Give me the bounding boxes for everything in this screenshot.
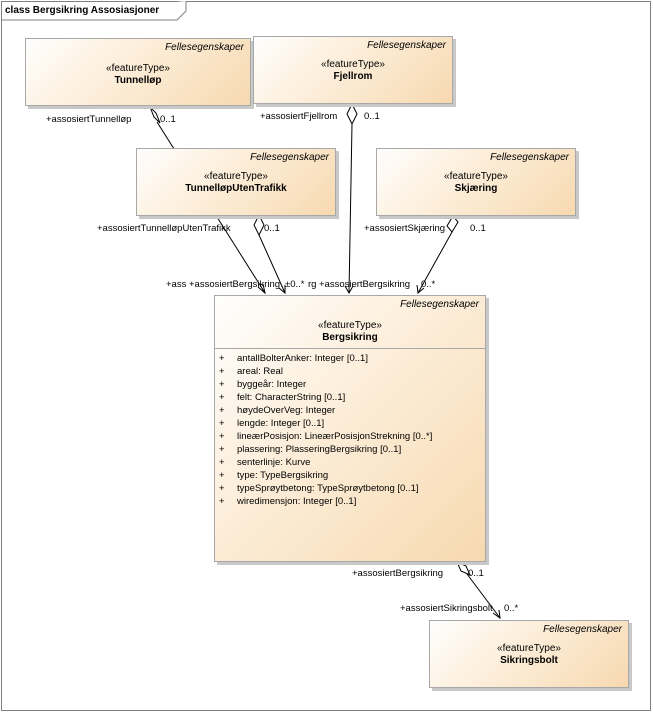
class-name: Tunnelløp (114, 75, 162, 86)
attribute-list: +antallBolterAnker: Integer [0..1] +area… (219, 352, 432, 508)
multiplicity-tunnellop: 0..1 (160, 114, 176, 125)
stereotype-label: «featureType» (204, 171, 268, 182)
class-tunnellop[interactable]: Fellesegenskaper «featureType» Tunnelløp (25, 38, 251, 106)
stereotype-label: «featureType» (321, 59, 385, 70)
attribute-item: +antallBolterAnker: Integer [0..1] (219, 353, 368, 364)
frame-tab-outline (1, 1, 187, 21)
arrow-head-skjaering (416, 284, 425, 294)
attribute-item: +felt: CharacterString [0..1] (219, 392, 346, 403)
attribute-item: +areal: Real (219, 366, 283, 377)
role-label-bergsikring-e: +assosiertBergsikring (319, 279, 411, 290)
aggregation-diamond-tunnellop-uten-trafikk (253, 213, 265, 237)
role-label-tunnellop-uten-trafikk: +assosiertTunnelløpUtenTrafikk (97, 223, 231, 234)
attribute-item: +lengde: Integer [0..1] (219, 418, 325, 429)
role-label-fjellrom: +assosiertFjellrom (260, 111, 338, 122)
multiplicity-bergsikring-f: 0..* (421, 279, 436, 290)
aggregation-diamond-fjellrom (346, 102, 358, 126)
attribute-item: +type: TypeBergsikring (219, 470, 329, 481)
attribute-item: +wiredimensjon: Integer [0..1] (219, 496, 357, 507)
class-sikringsbolt[interactable]: Fellesegenskaper «featureType» Sikringsb… (429, 620, 629, 688)
aggregation-diamond-skjaering (446, 215, 459, 233)
stereotype-label: «featureType» (444, 171, 508, 182)
aggregation-diamond-tunnellop (149, 106, 161, 124)
class-name: Sikringsbolt (500, 655, 558, 666)
multiplicity-bergsikring-c: ±0..* (285, 279, 305, 290)
package-label: Fellesegenskaper (250, 152, 329, 163)
assoc-line-skjaering (417, 231, 453, 294)
assoc-line-sikringsbolt (466, 573, 501, 619)
role-label-bergsikring-d: rg (308, 279, 317, 290)
aggregation-diamond-sikringsbolt (456, 561, 471, 576)
class-tunnellop-uten-trafikk[interactable]: Fellesegenskaper «featureType» Tunnelløp… (136, 148, 336, 216)
multiplicity-sikringsbolt: 0..* (504, 603, 519, 614)
role-label-bergsikring-source: +assosiertBergsikring (352, 568, 444, 579)
stereotype-label: «featureType» (497, 643, 561, 654)
multiplicity-tunnellop-uten-trafikk: 0..1 (264, 223, 280, 234)
attribute-item: +lineærPosisjon: LineærPosisjonStrekning… (219, 431, 433, 442)
attribute-separator (215, 348, 485, 349)
class-name: TunnelløpUtenTrafikk (185, 183, 287, 194)
package-label: Fellesegenskaper (543, 624, 622, 635)
attribute-item: +høydeOverVeg: Integer (219, 405, 336, 416)
package-label: Fellesegenskaper (367, 40, 446, 51)
role-label-skjaering: +assosiertSkjæring (364, 223, 446, 234)
class-skjaering[interactable]: Fellesegenskaper «featureType» Skjæring (376, 148, 576, 216)
package-label: Fellesegenskaper (490, 152, 569, 163)
multiplicity-fjellrom: 0..1 (364, 111, 380, 122)
role-label-bergsikring-b: +assosiertBergsikring (189, 279, 281, 290)
class-name: Skjæring (454, 183, 498, 194)
class-name: Bergsikring (322, 332, 378, 343)
arrow-head-sikringsbolt (492, 609, 501, 620)
attribute-item: +typeSprøytbetong: TypeSprøytbetong [0..… (219, 483, 419, 494)
role-label-tunnellop: +assosiertTunnelløp (46, 114, 132, 125)
package-label: Fellesegenskaper (400, 299, 479, 310)
role-label-sikringsbolt: +assosiertSikringsbolt (400, 603, 493, 614)
attribute-item: +senterlinje: Kurve (219, 457, 311, 468)
attribute-item: +byggeår: Integer (219, 379, 307, 390)
diagram-title: class Bergsikring Assosiasjoner (5, 5, 160, 16)
arrow-head-tunnellop-uten-trafikk (278, 285, 286, 295)
package-label: Fellesegenskaper (165, 42, 244, 53)
attribute-item: +plassering: PlasseringBergsikring [0..1… (219, 444, 402, 455)
role-label-bergsikring-a: +ass (166, 279, 187, 290)
multiplicity-bergsikring-source: 0..1 (468, 568, 484, 579)
class-fjellrom[interactable]: Fellesegenskaper «featureType» Fjellrom (253, 36, 453, 104)
assoc-line-fjellrom (348, 123, 353, 294)
multiplicity-skjaering: 0..1 (470, 223, 486, 234)
arrow-head-tunnellop (257, 283, 266, 295)
stereotype-label: «featureType» (106, 63, 170, 74)
class-bergsikring[interactable]: Fellesegenskaper «featureType» Bergsikri… (214, 295, 486, 562)
arrow-head-fjellrom (344, 285, 354, 295)
assoc-line-tunnellop-uten-trafikk (258, 234, 286, 294)
class-name: Fjellrom (333, 71, 373, 82)
stereotype-label: «featureType» (318, 320, 382, 331)
